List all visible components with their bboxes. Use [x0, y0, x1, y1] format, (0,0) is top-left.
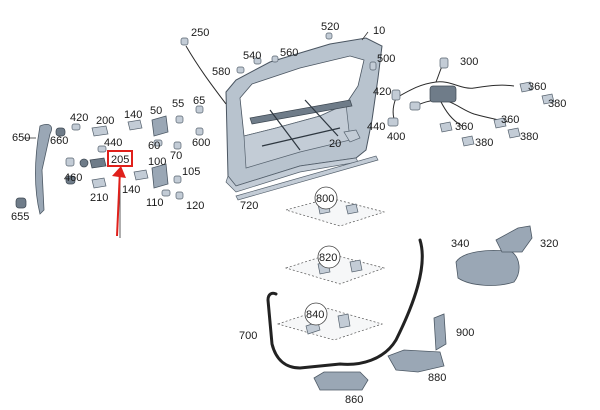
sill-strip-720[interactable] — [235, 155, 379, 201]
part-460-bush[interactable] — [65, 175, 76, 185]
label-800: 800 — [316, 193, 334, 205]
part-250-clip[interactable] — [180, 37, 189, 46]
part-65-nut[interactable] — [195, 105, 204, 114]
door-frame[interactable] — [225, 37, 383, 193]
label-200: 200 — [96, 115, 114, 127]
label-300: 300 — [460, 56, 478, 68]
label-360-c: 360 — [501, 114, 519, 126]
part-120-nut[interactable] — [175, 191, 184, 200]
label-560: 560 — [280, 47, 298, 59]
label-520: 520 — [321, 21, 339, 33]
part-100-hinge[interactable] — [151, 163, 169, 189]
part-900-pad[interactable] — [433, 313, 447, 351]
part-540-clip[interactable] — [253, 57, 262, 65]
label-140-b: 140 — [122, 184, 140, 196]
label-55: 55 — [172, 98, 184, 110]
label-860: 860 — [345, 394, 363, 406]
label-655: 655 — [11, 211, 29, 223]
label-600: 600 — [192, 137, 210, 149]
badge-840 — [304, 302, 328, 326]
label-360-b: 360 — [455, 121, 473, 133]
part-660-clip[interactable] — [55, 127, 66, 137]
label-100: 100 — [148, 156, 166, 168]
highlight-arrow — [116, 169, 121, 237]
label-880: 880 — [428, 372, 446, 384]
label-120: 120 — [186, 200, 204, 212]
label-700: 700 — [239, 330, 257, 342]
label-105: 105 — [182, 166, 200, 178]
badge-820 — [317, 245, 341, 269]
label-420-b: 420 — [373, 86, 391, 98]
label-820: 820 — [319, 252, 337, 264]
part-70-nut[interactable] — [173, 141, 182, 150]
label-340: 340 — [451, 238, 469, 250]
label-580: 580 — [212, 66, 230, 78]
label-65: 65 — [193, 95, 205, 107]
label-50: 50 — [150, 105, 162, 117]
label-720: 720 — [240, 200, 258, 212]
label-110: 110 — [146, 197, 164, 209]
label-320: 320 — [540, 238, 558, 250]
window-channel-rod[interactable] — [185, 45, 227, 105]
part-500-clip[interactable] — [369, 61, 377, 71]
part-340-insulation[interactable] — [455, 250, 520, 286]
label-400: 400 — [387, 131, 405, 143]
label-540: 540 — [243, 50, 261, 62]
connectors-360[interactable] — [439, 81, 555, 133]
part-320-insulation[interactable] — [495, 225, 533, 253]
label-840: 840 — [306, 309, 324, 321]
label-140-a: 140 — [124, 109, 142, 121]
label-360-a: 360 — [528, 81, 546, 93]
highlight-box-205 — [107, 150, 133, 167]
part-580-clip[interactable] — [236, 66, 245, 74]
part-60-pin[interactable] — [153, 139, 163, 147]
label-660: 660 — [50, 135, 68, 147]
label-70: 70 — [170, 150, 182, 162]
part-420-clip[interactable] — [71, 123, 81, 131]
label-460: 460 — [64, 172, 82, 184]
part-200-bracket[interactable] — [91, 125, 109, 137]
badge-800 — [314, 186, 338, 210]
leader-10 — [361, 31, 369, 41]
label-210: 210 — [90, 192, 108, 204]
part-140-bolt[interactable] — [127, 119, 143, 131]
part-210-bracket[interactable] — [91, 177, 107, 189]
wiring-harness[interactable] — [387, 57, 515, 127]
part-520-clip[interactable] — [325, 32, 333, 40]
label-500: 500 — [377, 53, 395, 65]
pad-sheet-800[interactable] — [284, 197, 386, 227]
label-10: 10 — [373, 25, 385, 37]
part-20-latch[interactable] — [343, 129, 361, 143]
label-380-a: 380 — [548, 98, 566, 110]
part-140-bolt-lower[interactable] — [133, 169, 149, 181]
part-655-plug[interactable] — [15, 197, 27, 209]
label-650: 650 — [12, 132, 30, 144]
part-105-nut[interactable] — [173, 175, 182, 184]
label-205: 205 — [111, 154, 129, 166]
door-seal-700[interactable] — [266, 238, 424, 370]
part-560-clip[interactable] — [271, 55, 279, 63]
part-880-cover[interactable] — [387, 349, 445, 373]
label-60: 60 — [148, 140, 160, 152]
pad-sheet-840[interactable] — [276, 307, 384, 341]
label-250: 250 — [191, 27, 209, 39]
label-380-b: 380 — [475, 137, 493, 149]
label-380-c: 380 — [520, 131, 538, 143]
part-650-trim[interactable] — [35, 124, 52, 215]
part-440-washer[interactable] — [97, 145, 107, 153]
part-50-hinge[interactable] — [151, 115, 169, 137]
label-900: 900 — [456, 327, 474, 339]
connectors-380[interactable] — [461, 127, 521, 147]
part-55-nut[interactable] — [175, 115, 184, 124]
part-600-plug[interactable] — [195, 127, 204, 136]
part-110-pin[interactable] — [161, 189, 171, 197]
part-860-cover[interactable] — [313, 371, 369, 391]
label-440-b: 440 — [367, 121, 385, 133]
label-440-a: 440 — [104, 137, 122, 149]
label-420-a: 420 — [70, 112, 88, 124]
label-20: 20 — [329, 138, 341, 150]
part-205-hinge-pin[interactable] — [65, 157, 107, 169]
highlight-arrowhead — [112, 166, 126, 178]
